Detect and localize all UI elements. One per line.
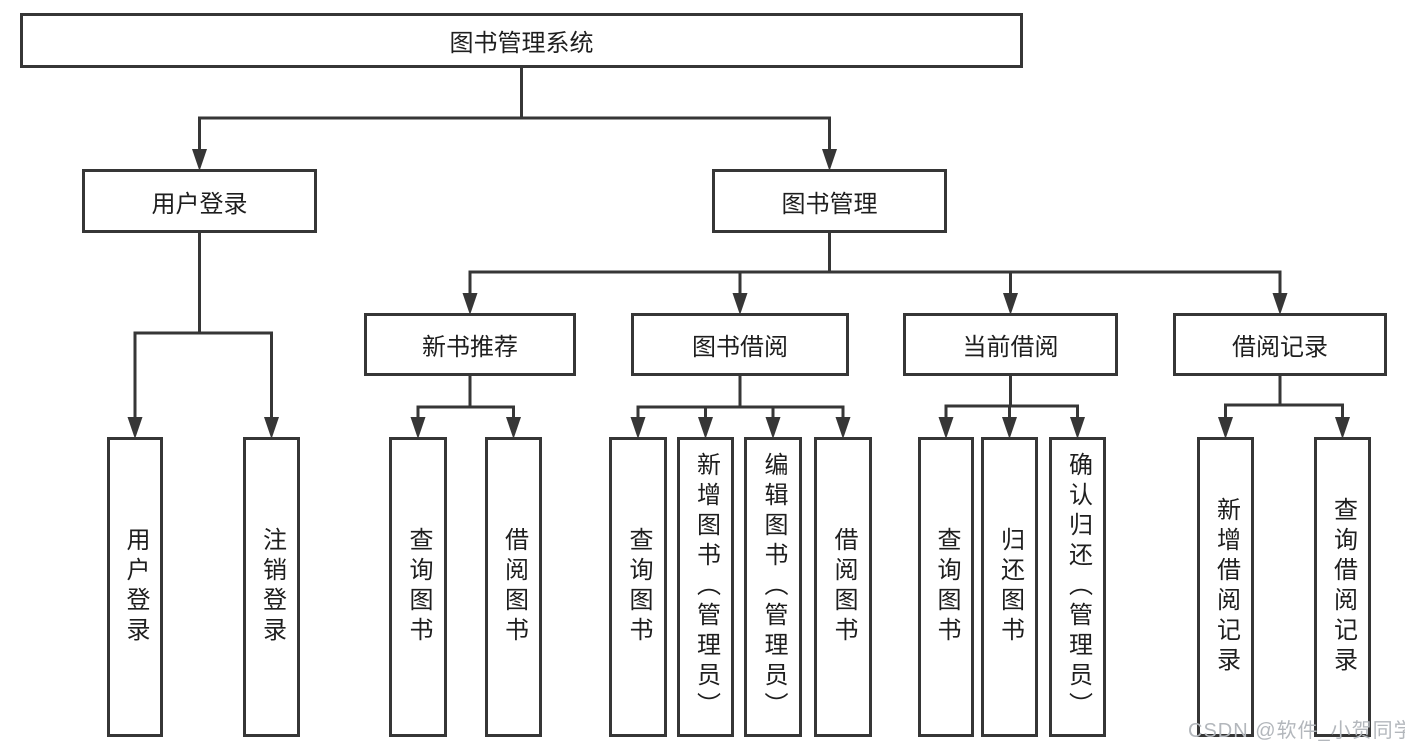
node-user-login: 用户登录 — [82, 169, 317, 233]
node-book-management: 图书管理 — [712, 169, 947, 233]
node-return-books: 归还图书 — [981, 437, 1038, 737]
node-book-borrowing: 图书借阅 — [631, 313, 849, 376]
node-add-books-admin: 新增图书（管理员） — [677, 437, 734, 737]
node-borrowing-records: 借阅记录 — [1173, 313, 1387, 376]
node-logout-leaf: 注销登录 — [243, 437, 300, 737]
node-current-borrowing: 当前借阅 — [903, 313, 1118, 376]
node-query-borrow-record: 查询借阅记录 — [1314, 437, 1371, 737]
node-query-books-current: 查询图书 — [918, 437, 974, 737]
node-add-borrow-record: 新增借阅记录 — [1197, 437, 1254, 737]
node-edit-books-admin: 编辑图书（管理员） — [744, 437, 802, 737]
node-confirm-return-admin: 确认归还（管理员） — [1049, 437, 1106, 737]
node-borrow-books: 借阅图书 — [814, 437, 872, 737]
node-user-login-leaf: 用户登录 — [107, 437, 163, 737]
node-root: 图书管理系统 — [20, 13, 1023, 68]
node-new-book-recommend: 新书推荐 — [364, 313, 576, 376]
node-query-books-borrowing: 查询图书 — [609, 437, 667, 737]
node-query-books-recommend: 查询图书 — [389, 437, 447, 737]
watermark: CSDN @软件_小贺同学 — [1188, 720, 1405, 742]
node-borrow-books-recommend: 借阅图书 — [485, 437, 542, 737]
